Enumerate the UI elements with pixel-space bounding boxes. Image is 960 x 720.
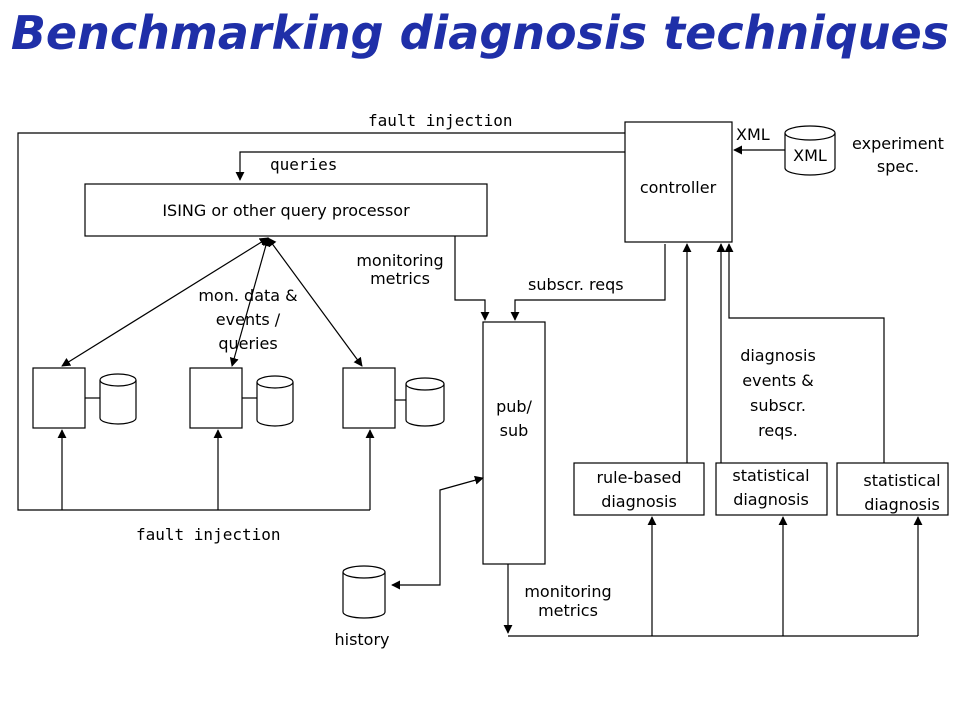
database-icon (405, 377, 445, 427)
monitoring-bottom-lines (503, 516, 923, 637)
diagnosis-events-arrows (682, 243, 885, 463)
experiment-spec-label-2: spec. (877, 157, 919, 176)
fault-injection-bottom-label: fault injection (136, 525, 281, 544)
page-title: Benchmarking diagnosis techniques (10, 6, 950, 60)
history-label: history (334, 630, 389, 649)
pubsub-label-2: sub (500, 421, 529, 440)
node-1 (32, 367, 137, 429)
rule-based-label-2: diagnosis (601, 492, 677, 511)
database-icon (256, 375, 294, 427)
diag-events-label-3: subscr. (750, 396, 806, 415)
stat1-label-2: diagnosis (733, 490, 809, 509)
xml-store-label: XML (793, 146, 827, 165)
monitoring-bottom-label-1: monitoring (524, 582, 611, 601)
diag-events-label-1: diagnosis (740, 346, 816, 365)
node-3 (342, 367, 445, 429)
stat1-label-1: statistical (732, 466, 809, 485)
queries-arrow (235, 151, 625, 181)
query-processor-box: ISING or other query processor (84, 183, 488, 237)
rule-based-diagnosis-box: rule-based diagnosis (573, 462, 705, 516)
diag-events-label-4: reqs. (758, 421, 798, 440)
monitoring-top-label-1: monitoring (356, 251, 443, 270)
subscr-reqs-label: subscr. reqs (528, 275, 624, 294)
stat2-label-2: diagnosis (864, 495, 940, 514)
monitoring-top-label-2: metrics (370, 269, 430, 288)
node-2 (189, 367, 294, 429)
xml-arrow-label: XML (736, 125, 770, 144)
experiment-spec-label-1: experiment (852, 134, 944, 153)
fault-injection-top-label: fault injection (368, 111, 513, 130)
stat2-label-1: statistical (863, 471, 940, 490)
controller-label: controller (640, 178, 717, 197)
history-database-icon (342, 565, 386, 619)
queries-label: queries (270, 155, 337, 174)
fault-injection-loop (17, 132, 625, 511)
monitoring-metrics-arrow (454, 236, 490, 321)
mon-data-label-2: events / (216, 310, 281, 329)
history-arrow (391, 475, 484, 590)
statistical-diagnosis-box-1: statistical diagnosis (715, 462, 828, 516)
mon-data-arrows (61, 237, 363, 367)
xml-store-icon: XML (784, 125, 836, 176)
database-icon (99, 373, 137, 425)
query-processor-label: ISING or other query processor (162, 201, 410, 220)
pubsub-label-1: pub/ (496, 397, 532, 416)
mon-data-label-3: queries (218, 334, 277, 353)
monitoring-bottom-label-2: metrics (538, 601, 598, 620)
mon-data-label-1: mon. data & (198, 286, 297, 305)
rule-based-label-1: rule-based (596, 468, 681, 487)
statistical-diagnosis-box-2: statistical diagnosis (836, 462, 949, 516)
diag-events-label-2: events & (742, 371, 813, 390)
subscr-reqs-arrow (510, 244, 666, 321)
controller-box: controller (624, 121, 733, 243)
pubsub-box: pub/ sub (482, 321, 546, 565)
